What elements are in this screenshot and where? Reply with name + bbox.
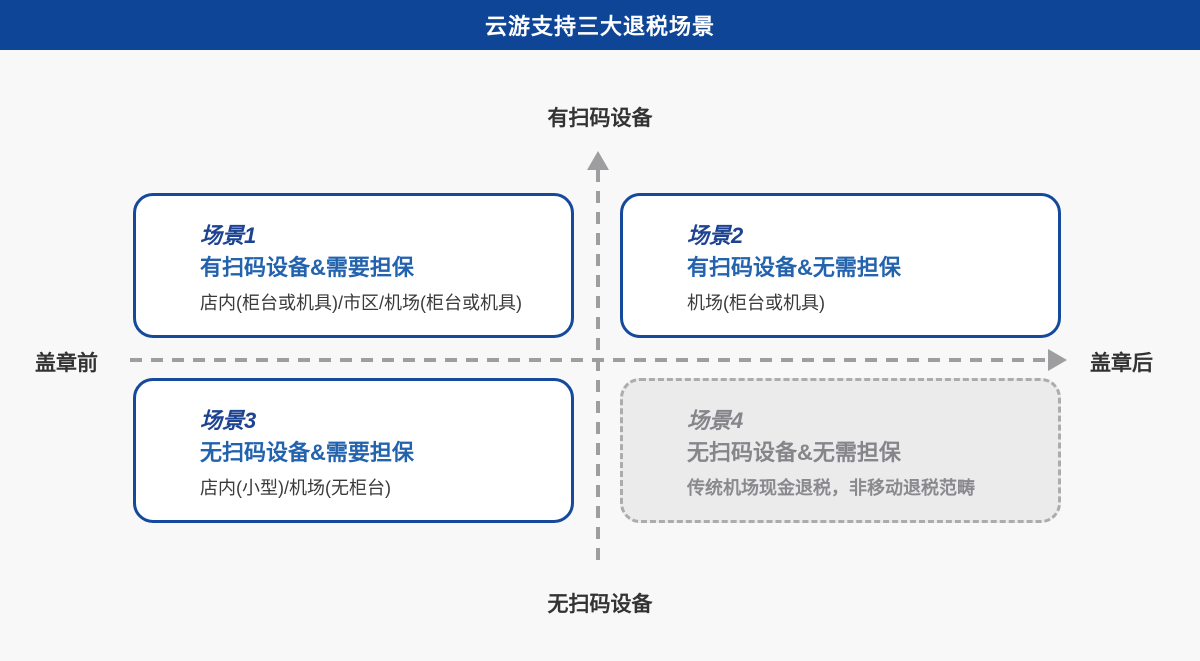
vertical-axis-arrow-icon [587,151,609,170]
axis-label-has-scanner: 有扫码设备 [547,107,653,130]
scenario-4-title: 场景4 [687,408,744,433]
scenario-1-card: 场景1 有扫码设备&需要担保 店内(柜台或机具)/市区/机场(柜台或机具) [133,193,574,338]
scenario-3-detail: 店内(小型)/机场(无柜台) [200,478,391,498]
header-bar: 云游支持三大退税场景 [0,0,1200,50]
vertical-axis-dashed-line [596,170,600,560]
scenario-2-card: 场景2 有扫码设备&无需担保 机场(柜台或机具) [620,193,1061,338]
scenario-2-subtitle: 有扫码设备&无需担保 [687,255,901,280]
scenario-4-subtitle: 无扫码设备&无需担保 [687,440,901,465]
page-title: 云游支持三大退税场景 [484,14,715,39]
scenario-2-detail: 机场(柜台或机具) [687,293,825,313]
scenario-1-title: 场景1 [200,223,257,248]
axis-label-after-stamp: 盖章后 [1090,352,1153,375]
horizontal-axis-dashed-line [130,358,1048,362]
scenario-4-detail: 传统机场现金退税，非移动退税范畴 [687,478,975,498]
scenario-3-card: 场景3 无扫码设备&需要担保 店内(小型)/机场(无柜台) [133,378,574,523]
axis-label-before-stamp: 盖章前 [35,352,98,375]
axis-label-no-scanner: 无扫码设备 [547,593,653,616]
scenario-1-subtitle: 有扫码设备&需要担保 [200,255,414,280]
scenario-4-card: 场景4 无扫码设备&无需担保 传统机场现金退税，非移动退税范畴 [620,378,1061,523]
scenario-2-title: 场景2 [687,223,744,248]
horizontal-axis-arrow-icon [1048,349,1067,371]
scenario-3-subtitle: 无扫码设备&需要担保 [200,440,414,465]
scenario-3-title: 场景3 [200,408,257,433]
scenario-1-detail: 店内(柜台或机具)/市区/机场(柜台或机具) [200,293,522,313]
